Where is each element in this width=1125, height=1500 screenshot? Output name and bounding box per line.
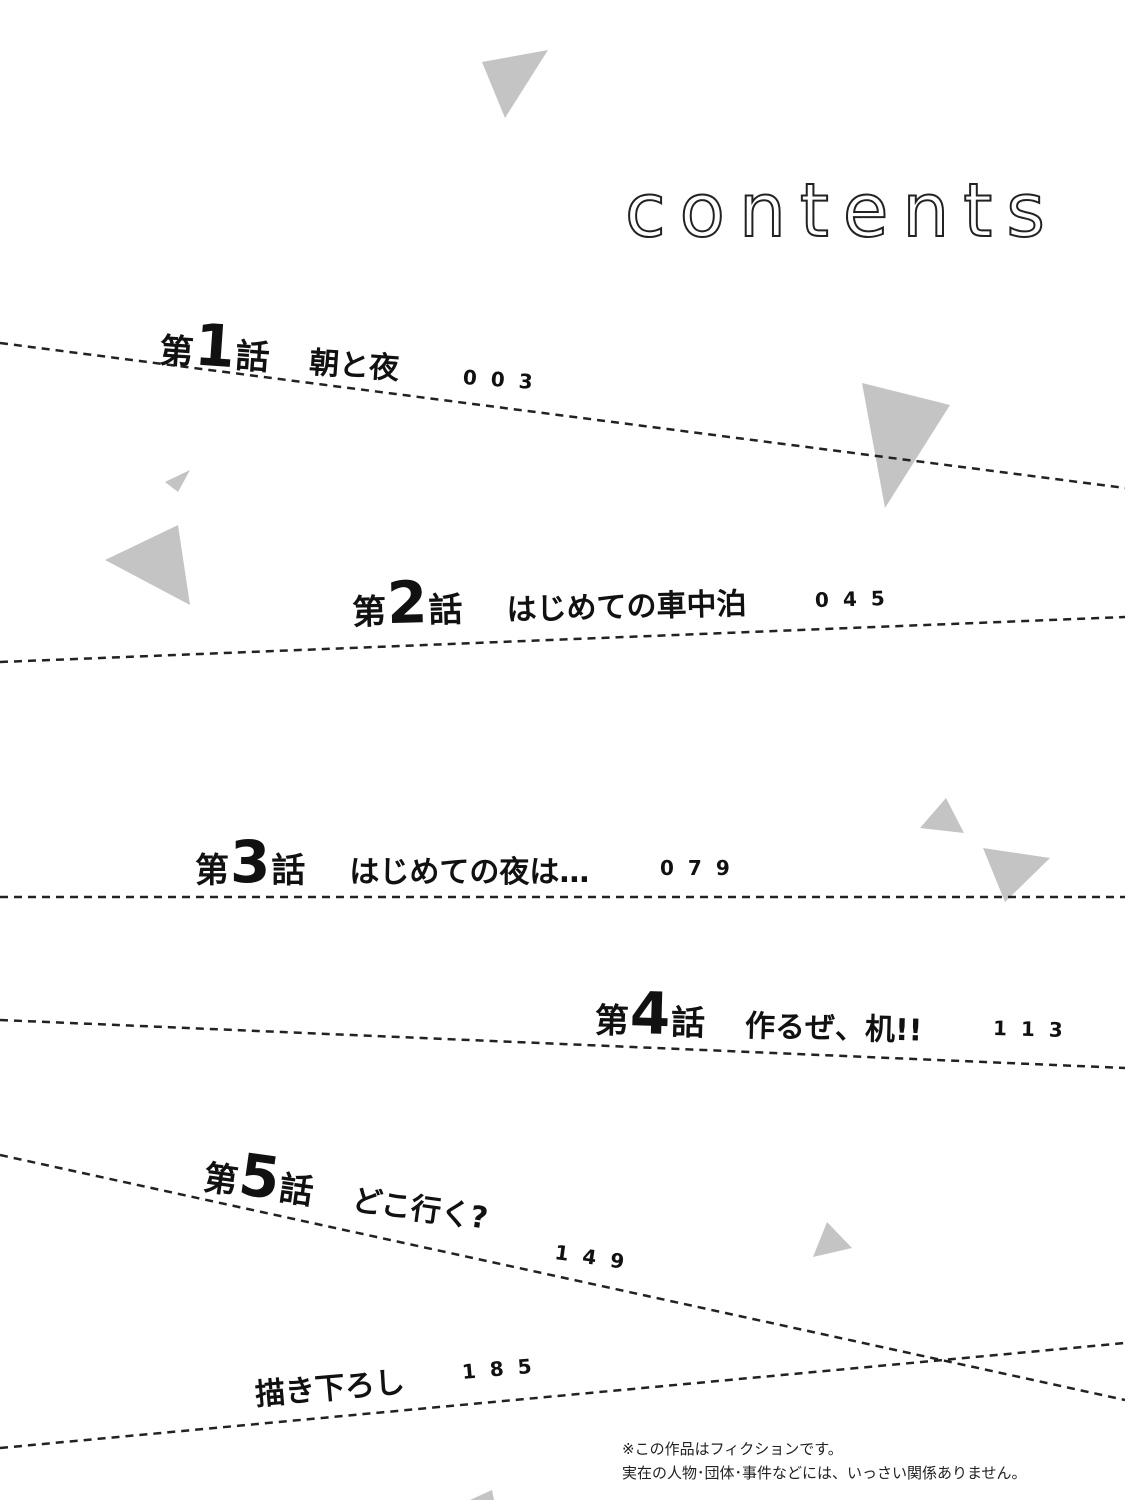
chapter-entry-4: 第4話作るぜ、机!! (594, 978, 923, 1055)
chapter-subtitle: はじめての車中泊 (506, 586, 747, 628)
dashed-rule (0, 615, 1125, 664)
notice-line-2: 実在の人物･団体･事件などには、いっさい関係ありません。 (622, 1464, 1027, 1482)
chapter-page-2: 045 (814, 585, 900, 612)
triangle-decoration (920, 798, 964, 833)
chapter-prefix: 第 (157, 331, 195, 374)
chapter-page-3: 079 (660, 856, 744, 880)
chapter-entry-3: 第3話 はじめての夜は… (195, 828, 589, 896)
notice-line-1: ※この作品はフィクションです。 (622, 1440, 843, 1458)
chapter-subtitle: 作るぜ、机!! (744, 1008, 923, 1049)
chapter-number: 1 (192, 310, 238, 382)
chapter-suffix: 話 (271, 851, 306, 891)
triangle-decoration (165, 470, 190, 492)
dashed-rule (0, 1341, 1125, 1450)
dashed-rule (0, 1018, 1125, 1070)
chapter-number: 2 (386, 568, 429, 638)
chapter-prefix: 第 (195, 851, 229, 891)
chapter-entry-2: 第2話 はじめての車中泊 (351, 560, 747, 638)
dashed-rule (0, 341, 1125, 490)
chapter-suffix: 話 (234, 336, 271, 379)
dashed-rule (0, 1153, 1125, 1402)
triangle-decoration (862, 383, 950, 508)
triangle-decoration (482, 50, 548, 118)
chapter-number: 3 (230, 828, 271, 896)
triangle-decoration (105, 525, 190, 605)
page-title: contents (624, 167, 1059, 255)
chapter-suffix: 話 (670, 1003, 706, 1044)
chapter-suffix: 話 (428, 590, 464, 631)
fiction-notice: ※この作品はフィクションです。 実在の人物･団体･事件などには、いっさい関係あり… (622, 1437, 1027, 1485)
chapter-subtitle: 朝と夜 (308, 345, 401, 387)
chapter-subtitle: はじめての夜は… (349, 855, 590, 890)
chapter-suffix: 話 (276, 1168, 316, 1214)
triangle-decoration (470, 1490, 494, 1500)
chapter-prefix: 第 (594, 1001, 630, 1042)
triangle-decoration (983, 848, 1050, 902)
chapter-prefix: 第 (351, 592, 387, 633)
chapter-page-4: 113 (992, 1016, 1078, 1043)
chapter-number: 4 (629, 978, 672, 1048)
chapter-prefix: 第 (200, 1158, 241, 1203)
triangle-decoration (813, 1222, 852, 1257)
